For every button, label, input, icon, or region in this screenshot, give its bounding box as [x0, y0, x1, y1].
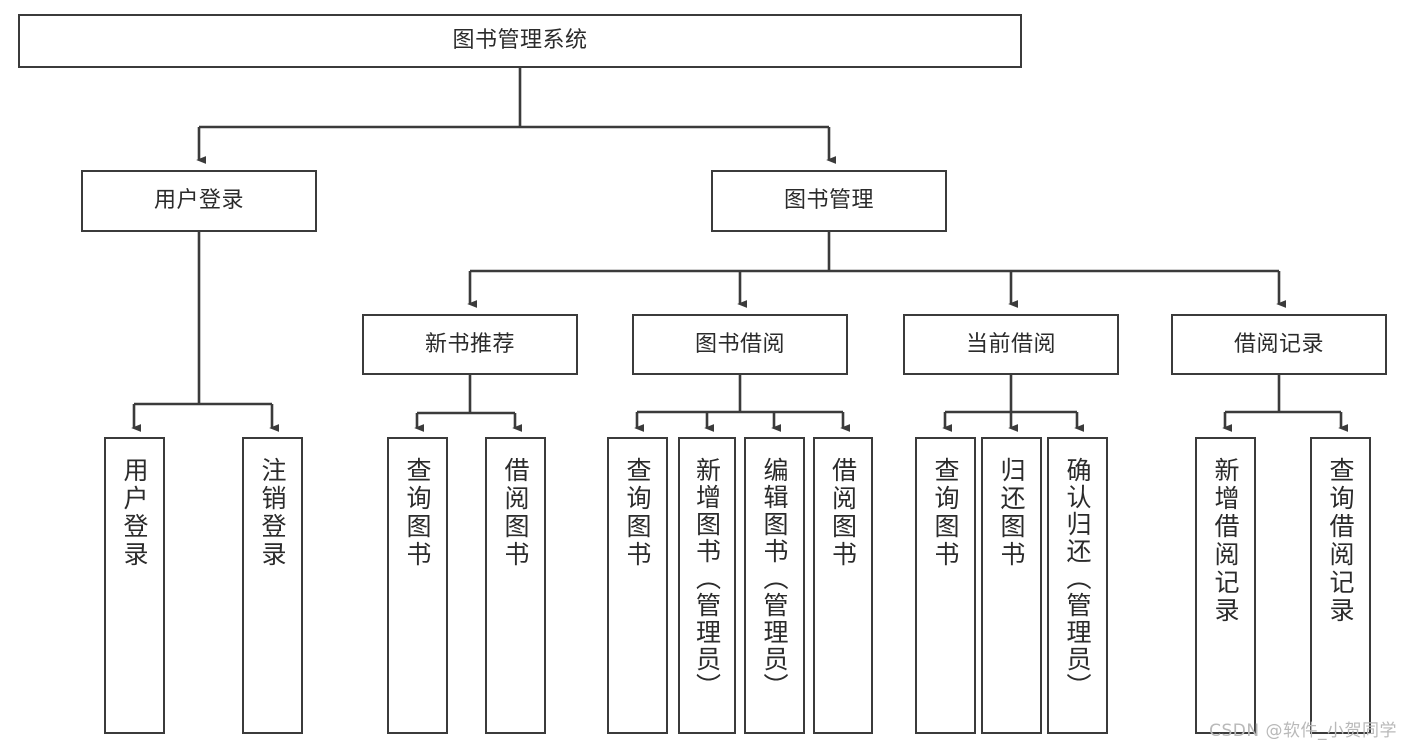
node-leaf-add-book-admin-label: 新增图书（管理员）: [692, 457, 722, 700]
node-leaf-query-book-3-label: 查询图书: [931, 457, 960, 569]
node-new-book-recommend-label: 新书推荐: [424, 331, 515, 357]
node-leaf-borrow-book-1[interactable]: 借阅图书: [485, 437, 546, 734]
node-leaf-borrow-book-1-label: 借阅图书: [501, 457, 530, 569]
node-leaf-return-book[interactable]: 归还图书: [981, 437, 1042, 734]
node-leaf-confirm-return-admin-label: 确认归还（管理员）: [1063, 457, 1092, 700]
node-current-borrow[interactable]: 当前借阅: [903, 314, 1119, 375]
node-book-manage-label: 图书管理: [783, 188, 874, 214]
node-leaf-logout-label: 注销登录: [258, 457, 287, 569]
node-book-borrow[interactable]: 图书借阅: [632, 314, 848, 375]
node-leaf-user-login-label: 用户登录: [120, 457, 149, 569]
node-leaf-edit-book-admin-label: 编辑图书（管理员）: [760, 457, 789, 700]
node-leaf-query-book-2-label: 查询图书: [623, 457, 652, 569]
node-book-borrow-label: 图书借阅: [694, 331, 785, 357]
node-leaf-add-book-admin[interactable]: 新增图书（管理员）: [678, 437, 736, 734]
node-leaf-query-book-2[interactable]: 查询图书: [607, 437, 668, 734]
node-root-label: 图书管理系统: [452, 28, 588, 54]
node-leaf-borrow-book-2-label: 借阅图书: [828, 457, 858, 569]
node-leaf-edit-book-admin[interactable]: 编辑图书（管理员）: [744, 437, 805, 734]
node-borrow-record[interactable]: 借阅记录: [1171, 314, 1387, 375]
node-root[interactable]: 图书管理系统: [18, 14, 1022, 68]
node-leaf-query-borrow-record-label: 查询借阅记录: [1326, 457, 1355, 625]
node-leaf-add-borrow-record-label: 新增借阅记录: [1211, 457, 1240, 625]
node-borrow-record-label: 借阅记录: [1233, 331, 1324, 357]
node-leaf-user-login[interactable]: 用户登录: [104, 437, 165, 734]
node-leaf-query-book-3[interactable]: 查询图书: [915, 437, 976, 734]
node-leaf-query-borrow-record[interactable]: 查询借阅记录: [1310, 437, 1371, 734]
node-user-login-label: 用户登录: [153, 188, 244, 214]
node-leaf-query-book-1[interactable]: 查询图书: [387, 437, 448, 734]
node-leaf-query-book-1-label: 查询图书: [403, 457, 432, 569]
node-leaf-return-book-label: 归还图书: [997, 457, 1026, 569]
node-leaf-borrow-book-2[interactable]: 借阅图书: [813, 437, 873, 734]
node-leaf-logout[interactable]: 注销登录: [242, 437, 303, 734]
node-leaf-add-borrow-record[interactable]: 新增借阅记录: [1195, 437, 1256, 734]
node-user-login[interactable]: 用户登录: [81, 170, 317, 232]
node-current-borrow-label: 当前借阅: [965, 331, 1056, 357]
watermark-text: CSDN @软件_小贺同学: [1209, 721, 1397, 741]
node-new-book-recommend[interactable]: 新书推荐: [362, 314, 578, 375]
node-book-manage[interactable]: 图书管理: [711, 170, 947, 232]
node-leaf-confirm-return-admin[interactable]: 确认归还（管理员）: [1047, 437, 1108, 734]
